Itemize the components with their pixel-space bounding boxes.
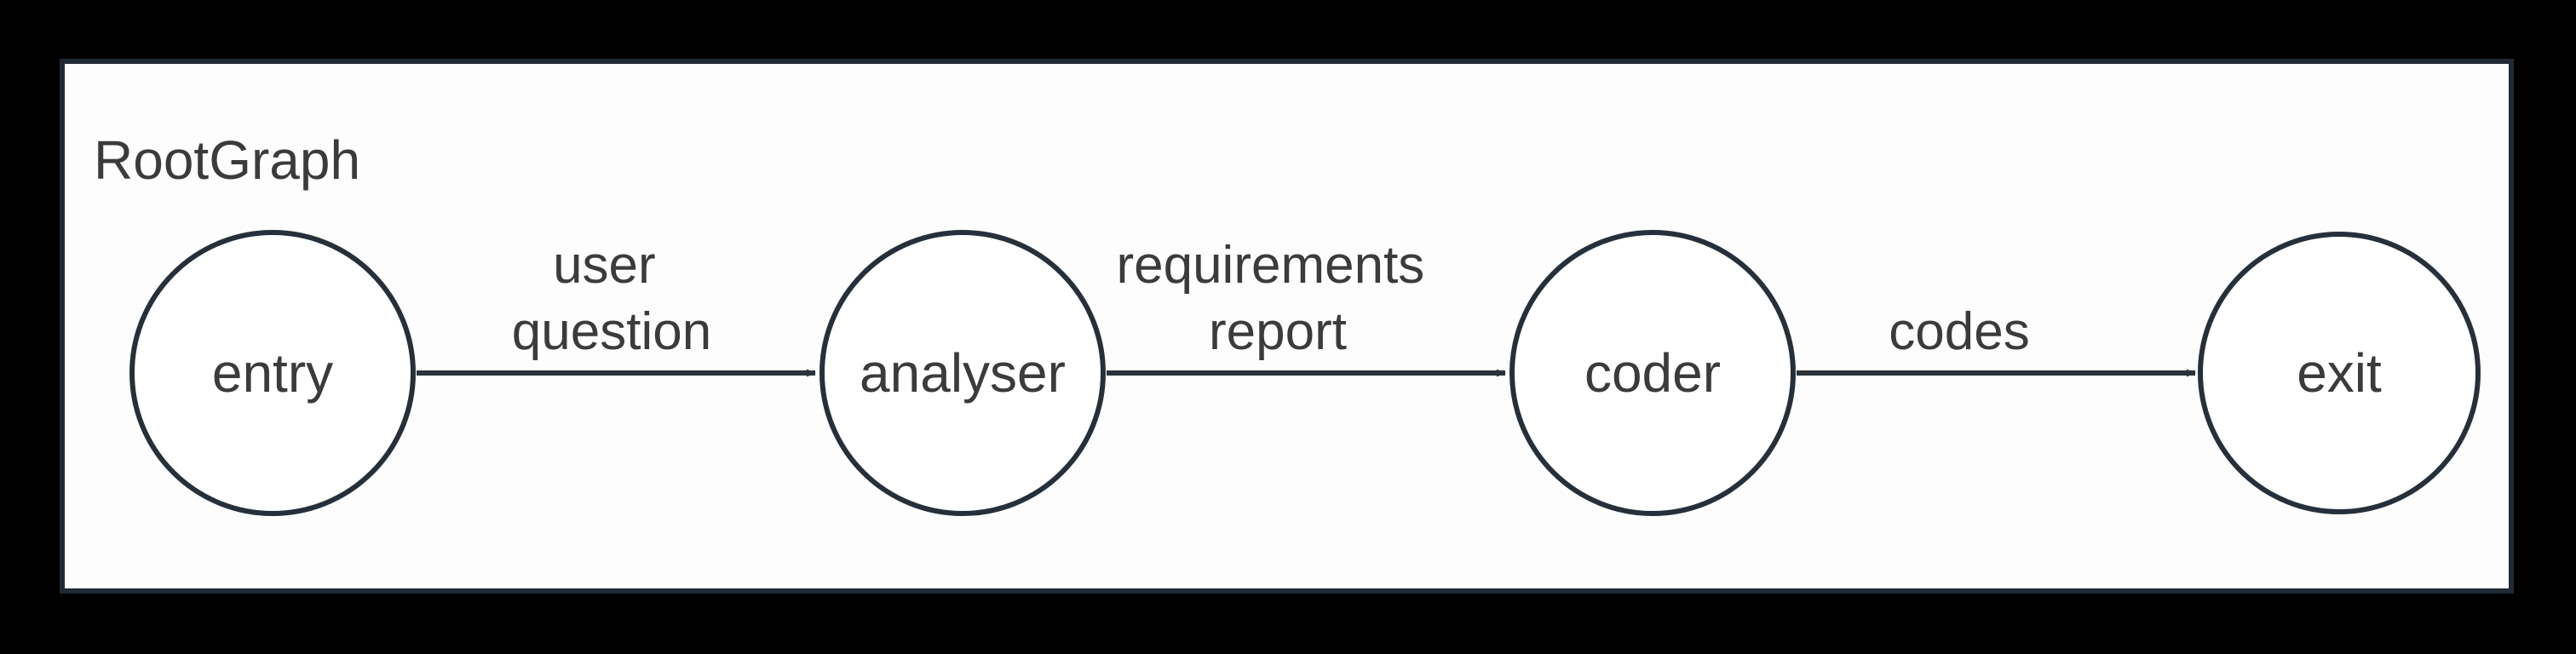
node-analyser-circle [819,230,1106,516]
node-entry-label: entry [212,342,333,404]
node-exit-label: exit [2297,342,2382,404]
edge-label-requirements-report: requirements report [1116,236,1439,361]
node-coder-circle [1509,230,1796,516]
node-entry-circle [129,230,416,516]
node-exit-circle [2198,232,2481,514]
edge-entry-analyser: user question [417,236,816,377]
node-entry: entry [129,230,416,516]
node-analyser: analyser [819,230,1106,516]
node-coder: coder [1509,230,1796,516]
node-analyser-label: analyser [860,342,1066,404]
edge-coder-exit: codes [1797,302,2196,377]
edge-label-codes: codes [1889,302,2029,361]
graph-title: RootGraph [94,129,360,191]
edge-label-user-question: user question [512,236,711,361]
node-coder-label: coder [1584,342,1721,404]
edge-analyser-coder: requirements report [1107,236,1506,377]
node-exit: exit [2198,232,2481,514]
root-graph-canvas [60,59,2514,594]
